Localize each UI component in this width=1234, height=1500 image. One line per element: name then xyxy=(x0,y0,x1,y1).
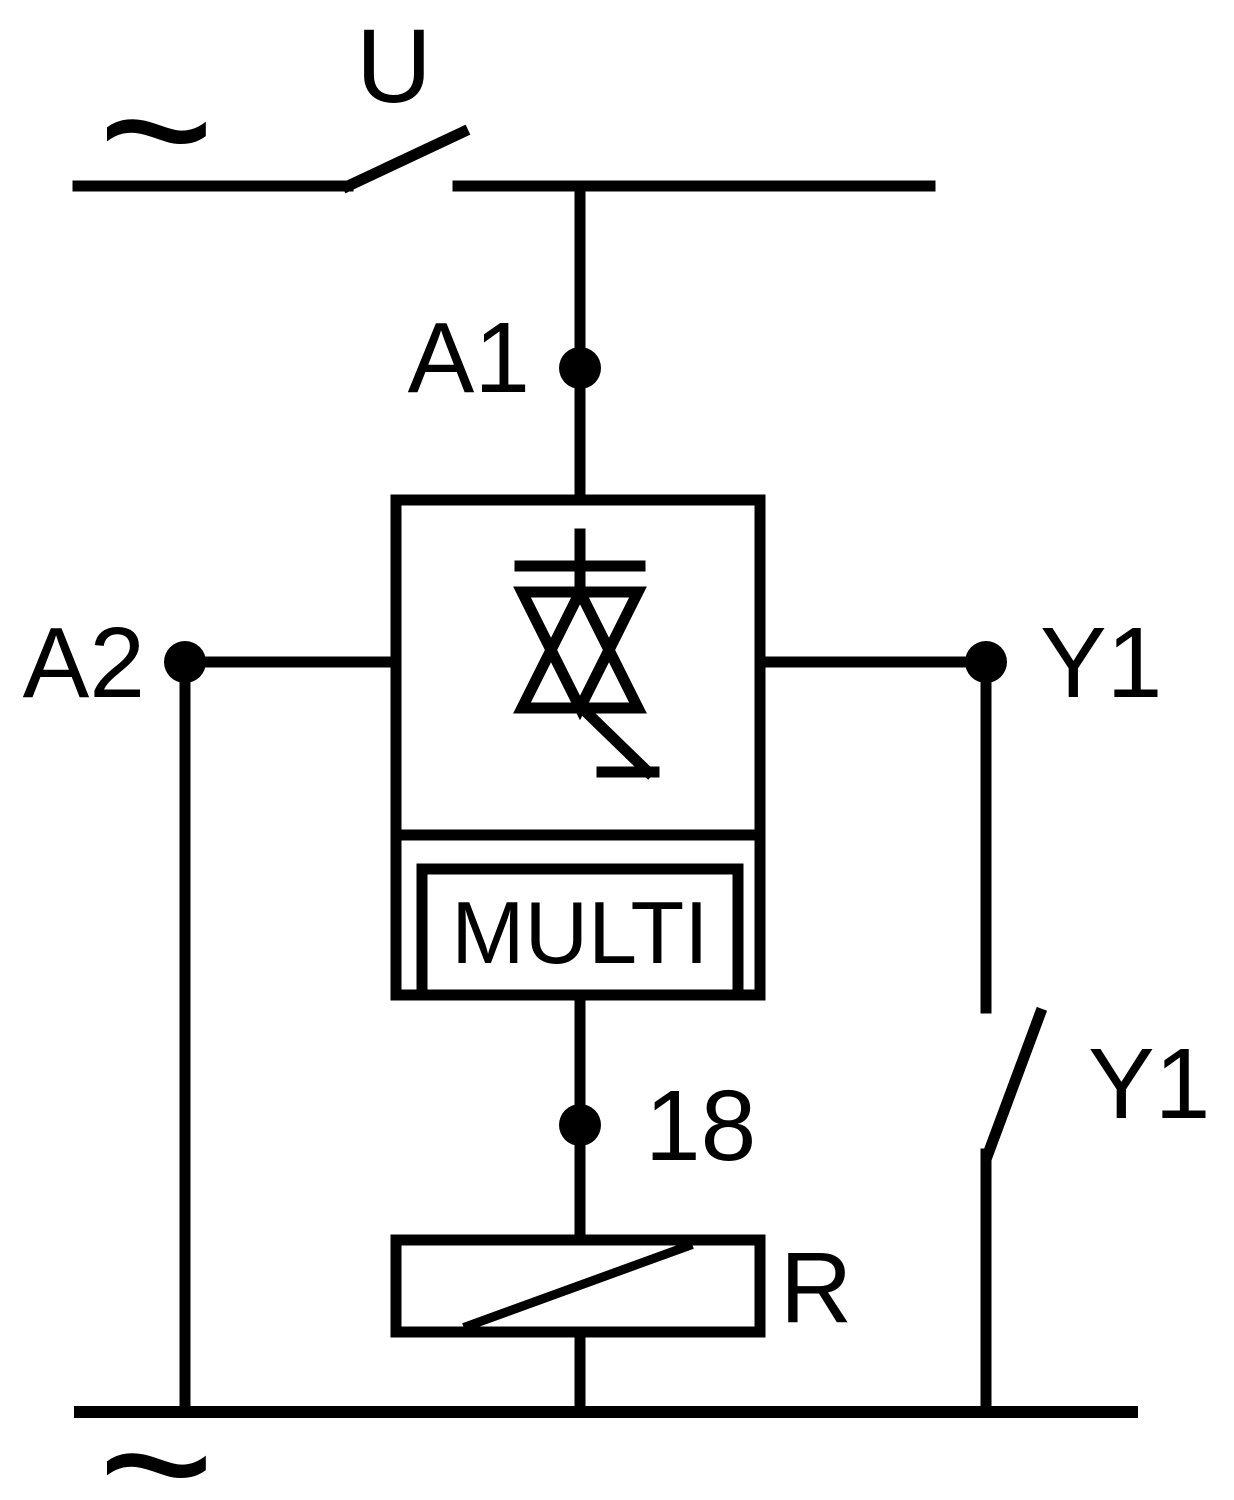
terminal-a1-label: A1 xyxy=(408,302,530,414)
y1-junction-dot xyxy=(965,641,1007,683)
triac-gate-line xyxy=(574,700,656,780)
a2-junction-dot xyxy=(164,641,206,683)
terminal-18-label: 18 xyxy=(645,1070,756,1182)
multi-function-label: MULTI xyxy=(451,883,708,982)
relay-coil-label: R xyxy=(780,1232,852,1344)
triac-triangle-up xyxy=(513,579,647,714)
ac-symbol-top: ~ xyxy=(98,18,215,241)
a1-junction-dot xyxy=(559,347,601,389)
triac-triangle-down xyxy=(513,586,647,721)
terminal-a2-label: A2 xyxy=(23,607,145,719)
relay-coil-diagonal xyxy=(462,1240,694,1332)
terminal-y1-label: Y1 xyxy=(1040,607,1162,719)
wire-layer xyxy=(72,124,1138,1418)
junction-layer xyxy=(164,347,1007,1146)
supply-voltage-label: U xyxy=(356,8,432,125)
ac-symbol-bottom: ~ xyxy=(98,1352,215,1500)
t18-junction-dot xyxy=(559,1104,601,1146)
y1-switch-blade xyxy=(980,1006,1048,1162)
switch-y1-label: Y1 xyxy=(1088,1028,1210,1140)
supply-switch-blade xyxy=(340,124,471,194)
label-layer: U ~ A1 A2 Y1 MULTI 18 Y1 R ~ xyxy=(23,8,1211,1500)
